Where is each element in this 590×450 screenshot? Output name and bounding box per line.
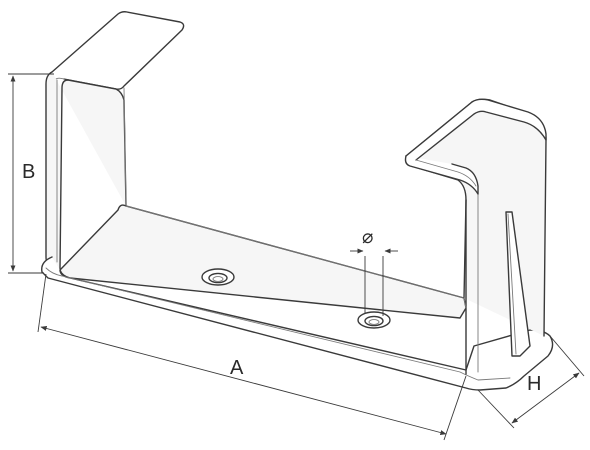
- dimension-a-label: A: [230, 357, 244, 379]
- diameter-symbol: ⌀: [362, 226, 373, 248]
- reinforcement-rib: [505, 211, 531, 357]
- right-top-flange: [404, 98, 547, 195]
- left-top-flange: [51, 11, 185, 90]
- dimension-a: A: [37, 273, 467, 441]
- bracket-body: [41, 11, 554, 391]
- mounting-hole-right: [357, 311, 391, 329]
- bottom-flange: [41, 256, 554, 391]
- base-floor: [59, 204, 467, 319]
- dimension-h-label: H: [527, 373, 541, 395]
- dimension-h: H: [477, 335, 585, 429]
- left-wall: [45, 71, 127, 271]
- dimension-b: B: [8, 73, 54, 274]
- dimension-b-label: B: [22, 161, 35, 183]
- mounting-hole-left: [201, 268, 235, 286]
- dimension-diameter: ⌀: [350, 226, 398, 316]
